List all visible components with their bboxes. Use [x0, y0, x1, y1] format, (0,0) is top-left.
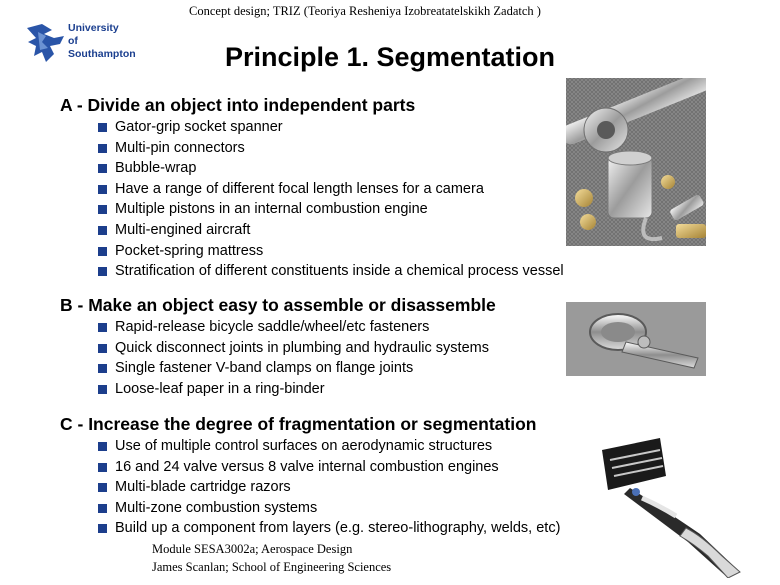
list-item: Multi-pin connectors	[98, 138, 564, 159]
bullet-square-icon	[98, 483, 107, 493]
section-a-list: Gator-grip socket spanner Multi-pin conn…	[98, 117, 564, 282]
bullet-square-icon	[98, 205, 107, 215]
bullet-square-icon	[98, 364, 107, 374]
list-item: Loose-leaf paper in a ring-binder	[98, 379, 489, 400]
bullet-square-icon	[98, 503, 107, 513]
bullet-square-icon	[98, 442, 107, 451]
list-item: Have a range of different focal length l…	[98, 179, 564, 200]
list-item: Single fastener V-band clamps on flange …	[98, 358, 489, 379]
list-item: Gator-grip socket spanner	[98, 117, 564, 138]
bullet-square-icon	[98, 524, 107, 534]
section-c-heading: C - Increase the degree of fragmentation…	[60, 414, 537, 434]
list-item: Bubble-wrap	[98, 158, 564, 179]
list-item: Pocket-spring mattress	[98, 241, 564, 262]
section-a-heading: A - Divide an object into independent pa…	[60, 95, 416, 115]
list-item: Multi-engined aircraft	[98, 220, 564, 241]
slide-title: Principle 1. Segmentation	[224, 42, 556, 72]
list-item: Build up a component from layers (e.g. s…	[98, 518, 560, 539]
university-name: University of Southampton	[68, 22, 136, 60]
list-item: Use of multiple control surfaces on aero…	[98, 436, 560, 457]
quick-release-clamp-photo	[566, 302, 706, 376]
bullet-square-icon	[98, 343, 107, 353]
list-item: Stratification of different constituents…	[98, 261, 564, 282]
slide-footer: Module SESA3002a; Aerospace Design James…	[152, 540, 391, 576]
bullet-square-icon	[98, 123, 107, 132]
slide-header-caption: Concept design; TRIZ (Teoriya Resheniya …	[189, 4, 541, 18]
list-item: Multi-zone combustion systems	[98, 498, 560, 519]
university-logo: University of Southampton	[24, 22, 144, 64]
bullet-square-icon	[98, 267, 107, 277]
socket-spanner-photo	[566, 78, 706, 246]
list-item: Multiple pistons in an internal combusti…	[98, 199, 564, 220]
footer-module-line: Module SESA3002a; Aerospace Design	[152, 542, 353, 556]
bullet-square-icon	[98, 164, 107, 174]
bullet-square-icon	[98, 246, 107, 256]
section-c-list: Use of multiple control surfaces on aero…	[98, 436, 560, 539]
list-item: 16 and 24 valve versus 8 valve internal …	[98, 457, 560, 478]
section-b-list: Rapid-release bicycle saddle/wheel/etc f…	[98, 317, 489, 399]
bullet-square-icon	[98, 384, 107, 394]
list-item: Quick disconnect joints in plumbing and …	[98, 338, 489, 359]
southampton-crest-icon	[27, 24, 64, 62]
list-item: Multi-blade cartridge razors	[98, 477, 560, 498]
multi-blade-razor-photo	[590, 432, 756, 578]
list-item: Rapid-release bicycle saddle/wheel/etc f…	[98, 317, 489, 338]
bullet-square-icon	[98, 462, 107, 472]
section-b-heading: B - Make an object easy to assemble or d…	[60, 295, 496, 315]
bullet-square-icon	[98, 143, 107, 153]
bullet-square-icon	[98, 225, 107, 235]
bullet-square-icon	[98, 323, 107, 332]
bullet-square-icon	[98, 184, 107, 194]
footer-author-line: James Scanlan; School of Engineering Sci…	[152, 560, 392, 574]
